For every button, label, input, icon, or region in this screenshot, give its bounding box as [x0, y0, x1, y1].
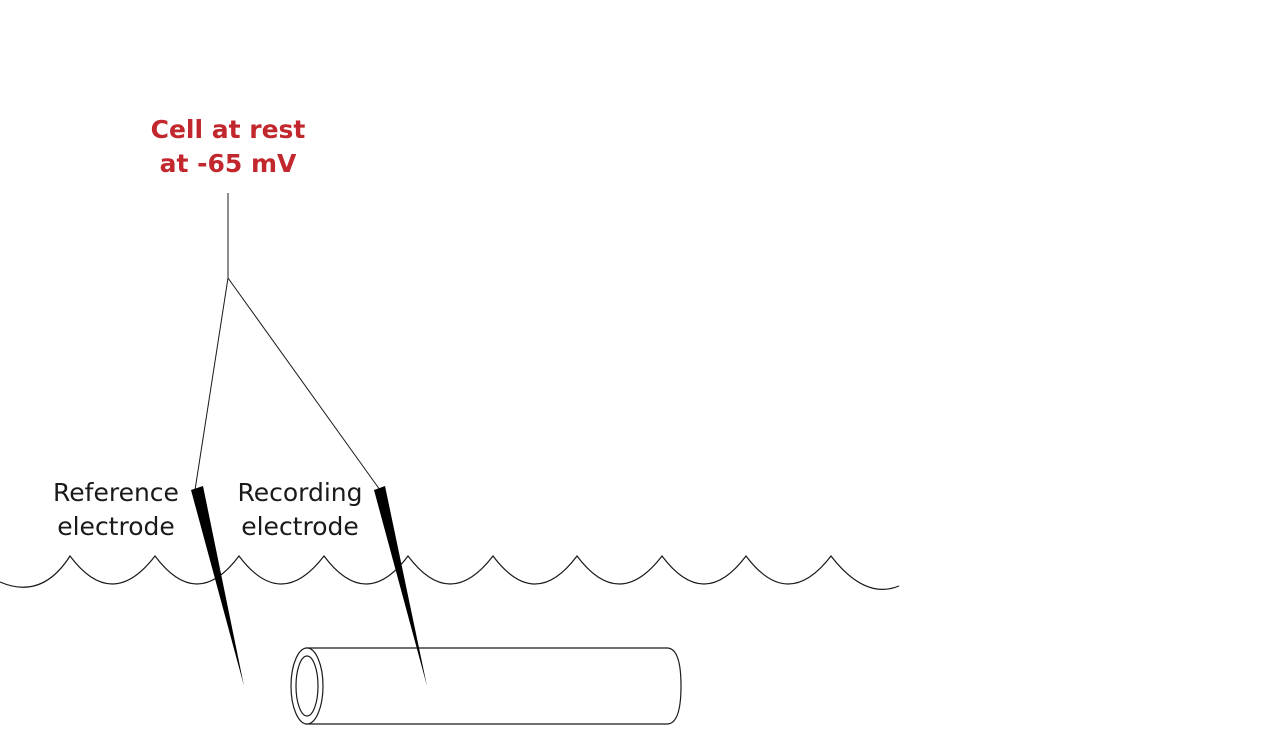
cell-state-line-1: Cell at rest [150, 115, 306, 144]
recording-electrode-label: Recording electrode [220, 476, 380, 544]
reference-electrode-label-line-1: Reference [53, 478, 179, 507]
reference-electrode [191, 486, 244, 686]
reference-electrode-label-line-2: electrode [57, 512, 175, 541]
recording-electrode-label-line-1: Recording [237, 478, 363, 507]
wire-to-reference [194, 277, 229, 491]
membrane-surface [0, 554, 900, 590]
axon-body [306, 647, 682, 725]
axon-end-inner [295, 655, 319, 717]
electrode-wires [194, 193, 381, 491]
recording-electrode-label-line-2: electrode [241, 512, 359, 541]
cell-state-label: Cell at rest at -65 mV [128, 113, 328, 181]
recording-electrode [374, 486, 427, 686]
wire-to-recording [227, 277, 381, 491]
cell-state-line-2: at -65 mV [159, 149, 297, 178]
reference-electrode-label: Reference electrode [36, 476, 196, 544]
axon-cylinder [290, 647, 682, 725]
